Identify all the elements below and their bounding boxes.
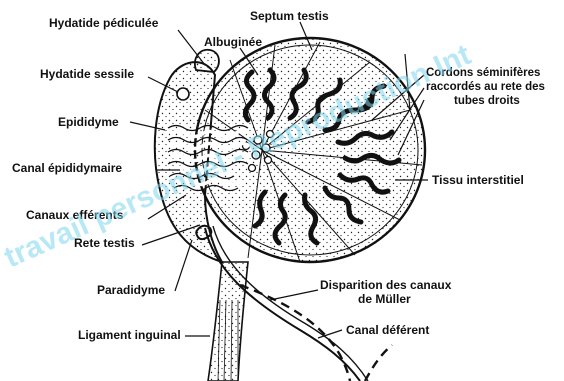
label-paradidyme: Paradidyme: [97, 283, 165, 297]
label-canal-epididymaire: Canal épididymaire: [12, 161, 122, 175]
label-albuginee: Albuginée: [204, 35, 262, 49]
hydatide-sessile-shape: [177, 88, 189, 100]
muller-duct-dashed-2: [365, 345, 392, 381]
hydatide-pediculee-shape: [195, 50, 219, 72]
label-cordons-line3: tubes droits: [454, 95, 520, 107]
label-disparition-line1: Disparition des canaux: [320, 278, 452, 292]
label-ligament-inguinal: Ligament inguinal: [78, 328, 181, 342]
label-disparition-line2: de Müller: [358, 292, 411, 306]
label-septum-testis: Septum testis: [250, 9, 329, 23]
label-tissu-interstitiel: Tissu interstitiel: [432, 173, 524, 187]
label-cordons-line2: raccordés au rete des: [426, 81, 545, 93]
label-hydatide-sessile: Hydatide sessile: [40, 67, 134, 81]
label-epididyme: Epididyme: [58, 115, 119, 129]
label-canal-deferent: Canal déférent: [346, 323, 429, 337]
label-hydatide-pediculee: Hydatide pédiculée: [49, 16, 159, 30]
ligament-inguinal-shape: [208, 262, 248, 381]
